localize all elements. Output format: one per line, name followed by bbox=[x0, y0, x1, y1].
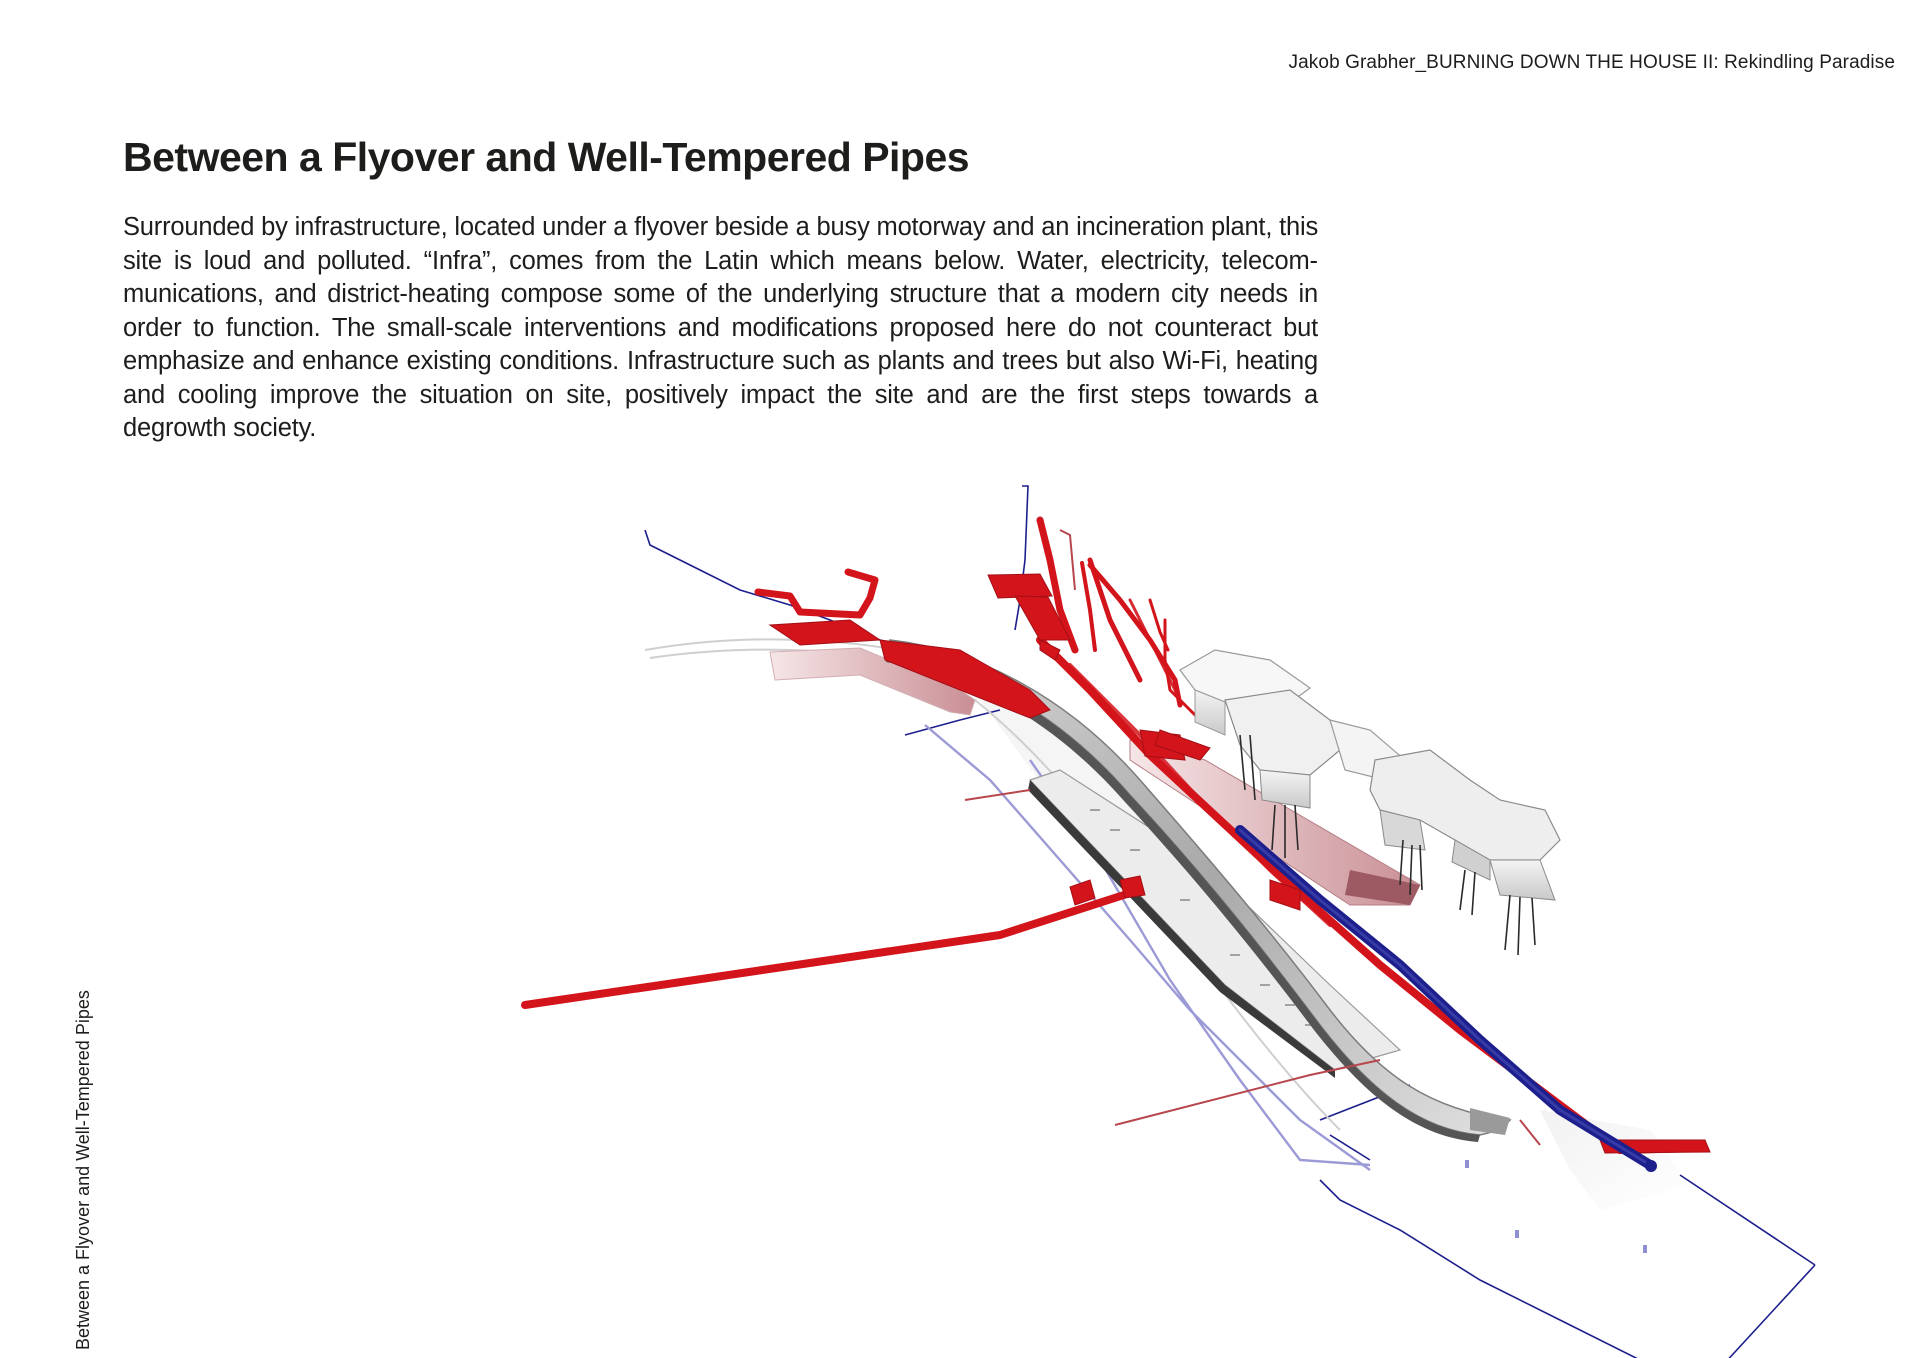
water-main-pipe bbox=[1235, 825, 1657, 1172]
building-stilts bbox=[1239, 734, 1536, 956]
thin-red-lines bbox=[964, 529, 1541, 1146]
running-header: Jakob Grabher_BURNING DOWN THE HOUSE II:… bbox=[1288, 52, 1895, 73]
body-paragraph: Surrounded by infrastructure, located un… bbox=[123, 213, 1318, 442]
flyover-deck bbox=[886, 639, 1512, 1142]
page-title: Between a Flyover and Well-Tempered Pipe… bbox=[123, 134, 970, 180]
white-buildings bbox=[1179, 649, 1561, 901]
ground-shadow bbox=[980, 700, 1690, 1210]
pink-duct bbox=[1129, 739, 1421, 906]
small-markers bbox=[1465, 1160, 1647, 1253]
